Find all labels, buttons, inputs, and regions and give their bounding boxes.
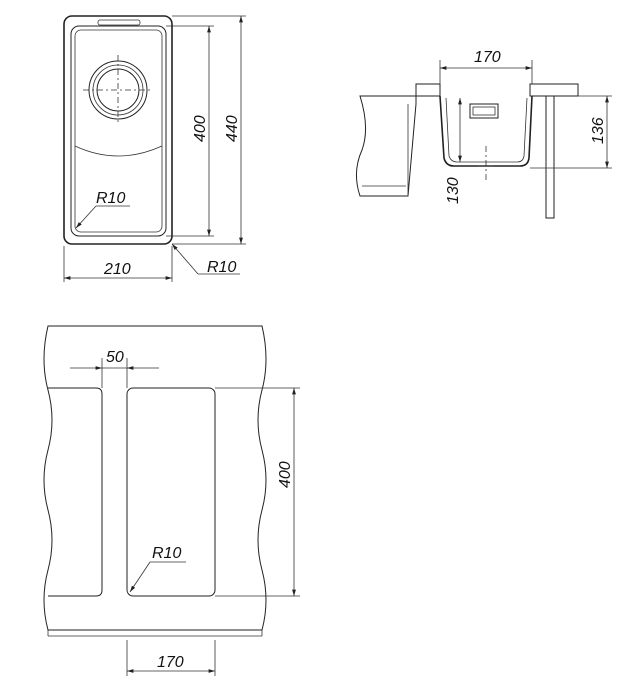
section-dim-width-label: 170 (474, 49, 501, 66)
section-view: 170 136 130 (356, 49, 612, 219)
cutout-main (126, 387, 216, 597)
overflow-slot (97, 19, 141, 26)
cutout-radius-label: R10 (152, 545, 181, 562)
cutout-dim-width-label: 170 (157, 654, 184, 671)
overflow-box (469, 103, 499, 119)
radius-outer-leader (171, 243, 199, 275)
cutout-left-partial (48, 387, 103, 597)
top-view: R10 210 R10 400 440 (63, 15, 246, 282)
cutout-view: 50 400 R10 170 (43, 325, 300, 676)
flange-left (415, 83, 441, 97)
sink-outer-outline (63, 15, 173, 245)
flange-right (529, 83, 579, 97)
radius-inner-label: R10 (96, 190, 125, 207)
section-dim-depth-label: 136 (590, 117, 607, 144)
cutout-radius-leader (129, 561, 151, 593)
bowl-ridge-line (74, 145, 163, 157)
wall-right (545, 95, 555, 219)
radius-outer-label: R10 (207, 259, 236, 276)
cutout-dim-height-label: 400 (277, 461, 294, 488)
cutout-dim-gap-label: 50 (106, 349, 124, 366)
countertop-cutout-outline (43, 325, 267, 631)
dim-outer-height-label: 440 (224, 115, 241, 142)
section-dim-inner-label: 130 (445, 177, 462, 204)
sink-bowl-outline (70, 25, 167, 237)
dim-inner-height-label: 400 (192, 115, 209, 142)
sink-bowl-inner-line (74, 29, 163, 233)
dim-width-label: 210 (103, 261, 131, 278)
countertop-left (356, 95, 417, 197)
drain-icon (83, 55, 153, 125)
radius-inner-leader (75, 205, 97, 229)
